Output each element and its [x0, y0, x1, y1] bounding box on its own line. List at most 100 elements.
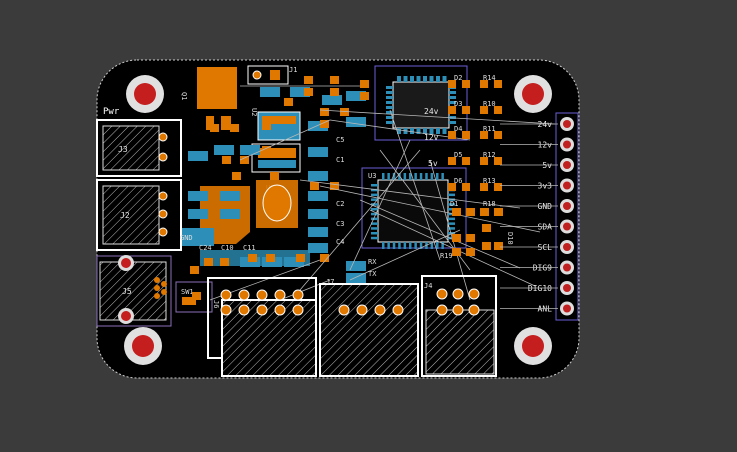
- connector-j4[interactable]: J4: [421, 275, 497, 377]
- connector-j7-label: J7: [326, 278, 334, 286]
- smd-pad: [262, 146, 271, 154]
- r10-label: R10: [483, 100, 496, 108]
- mcu-pin: [371, 188, 378, 192]
- connector-pin: [356, 304, 368, 316]
- header-pin-hole: [563, 263, 571, 272]
- d4-label: D4: [454, 125, 462, 133]
- connector-j7[interactable]: J7: [319, 278, 419, 377]
- header-pin-label: ANL: [538, 305, 553, 314]
- smd-pad: [320, 254, 329, 262]
- transistor-q1[interactable]: Q1: [180, 67, 237, 130]
- smd-pad: [480, 80, 488, 88]
- smd-pad: [232, 172, 241, 180]
- header-pin-label: 12v: [538, 141, 553, 150]
- connector-pin: [436, 288, 448, 300]
- mcu-pin: [371, 222, 378, 225]
- smd-pad: [452, 208, 461, 216]
- mcu-pin: [392, 242, 396, 249]
- smd-pad: [494, 106, 502, 114]
- mcu-pin: [448, 193, 455, 197]
- header-pin-label: 3v3: [538, 182, 553, 191]
- smd-pad: [448, 157, 456, 165]
- qfn-pin: [416, 76, 421, 82]
- connector-j3[interactable]: J3: [96, 119, 182, 177]
- header-pin-hole: [563, 181, 571, 190]
- connector-pin: [338, 304, 350, 316]
- smd-component: [284, 257, 304, 267]
- connector-pin: [274, 289, 286, 301]
- ratsnest-lines: [209, 85, 556, 321]
- smd-pad: [462, 131, 470, 139]
- chip-qfn-top[interactable]: [374, 65, 468, 141]
- connector-j6[interactable]: J6: [207, 277, 317, 377]
- header-pin-hole: [563, 140, 571, 149]
- connector-pin: [274, 304, 286, 316]
- connector-pin: [452, 304, 464, 316]
- regulator-u2[interactable]: U2: [250, 108, 301, 141]
- header-pin-label: 5v: [542, 161, 552, 170]
- connector-j1[interactable]: J1: [247, 65, 297, 85]
- smd-pad: [448, 183, 456, 191]
- smd-pad: [494, 157, 502, 165]
- c11-label: C11: [243, 244, 256, 252]
- smd-component: [290, 87, 310, 97]
- header-pin-label: SDA: [538, 223, 553, 232]
- smd-component: [214, 145, 234, 155]
- qfn-pin: [416, 128, 421, 134]
- connector-pin: [392, 304, 404, 316]
- qfn-pin: [386, 111, 393, 114]
- smd-pad: [220, 258, 229, 266]
- mcu-pin: [371, 232, 378, 235]
- smd-pad: [304, 88, 313, 96]
- connector-j2[interactable]: J2: [96, 179, 182, 251]
- c1-label: C1: [336, 156, 344, 164]
- connector-pin: [256, 304, 268, 316]
- connector-j4-label: J4: [424, 282, 432, 290]
- switch-sw1[interactable]: SW1: [175, 281, 213, 313]
- r11-label: R11: [483, 125, 496, 133]
- qfn-pin: [386, 116, 393, 119]
- qfn-pin: [436, 76, 440, 82]
- smd-component: [322, 95, 342, 105]
- smd-pad: [284, 98, 293, 106]
- connector-j6-label: J6: [212, 300, 220, 308]
- connector-j5[interactable]: J5: [96, 255, 172, 327]
- d3-label: D3: [454, 100, 462, 108]
- smd-pad: [462, 106, 470, 114]
- smd-pad: [222, 156, 231, 164]
- rx-label: RX: [368, 258, 377, 266]
- smd-pad: [466, 208, 475, 216]
- qfn-pin: [386, 106, 393, 109]
- smd-pad: [448, 80, 456, 88]
- d1-label: D1: [450, 200, 458, 208]
- mcu-pin: [419, 242, 423, 249]
- mcu-pin: [430, 242, 434, 249]
- c10-label: C10: [221, 244, 234, 252]
- smd-component: [260, 87, 280, 97]
- smd-pad: [452, 248, 461, 256]
- mcu-pin: [448, 208, 455, 211]
- connector-pin: [238, 289, 250, 301]
- bottom-connector-pins: [220, 288, 480, 316]
- header-pin-hole: [563, 202, 571, 210]
- chip-mcu-u3[interactable]: U3: [361, 167, 467, 249]
- smd-component: [308, 147, 328, 157]
- qfn-pin: [442, 76, 447, 82]
- smd-component: [308, 121, 328, 131]
- mcu-pin: [371, 203, 378, 206]
- smd-component: [220, 209, 240, 219]
- smd-component: [220, 191, 240, 201]
- capacitor-electrolytic[interactable]: [262, 184, 292, 222]
- qfn-pin: [386, 86, 393, 89]
- mcu-pin: [409, 173, 412, 180]
- smd-pad: [448, 131, 456, 139]
- smd-pad: [494, 80, 502, 88]
- smd-pad: [482, 242, 491, 250]
- header-pin-label: 24v: [538, 120, 553, 129]
- smd-pad: [190, 266, 199, 274]
- mcu-pin: [403, 242, 407, 249]
- mcu-pin: [448, 236, 455, 240]
- qfn-pin: [386, 101, 393, 104]
